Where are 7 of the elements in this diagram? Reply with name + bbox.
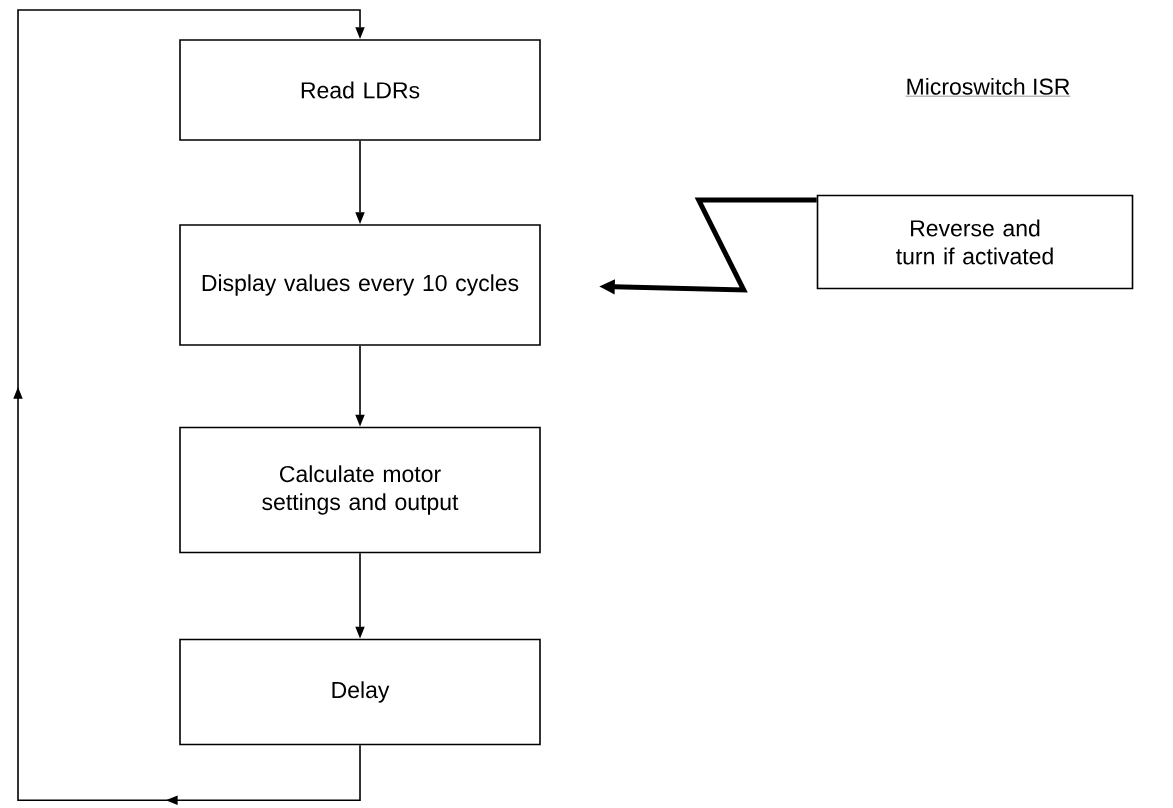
process-box: Delay (179, 638, 541, 746)
heading: Microswitch ISR (905, 77, 1071, 97)
interrupt-box: Reverse and turn if activated (816, 194, 1134, 290)
loop-arrow (13, 9, 365, 805)
process-box: Read LDRs (179, 39, 541, 141)
process-box: Display values every 10 cycles (179, 224, 541, 346)
process-box: Calculate motor settings and output (179, 426, 541, 554)
